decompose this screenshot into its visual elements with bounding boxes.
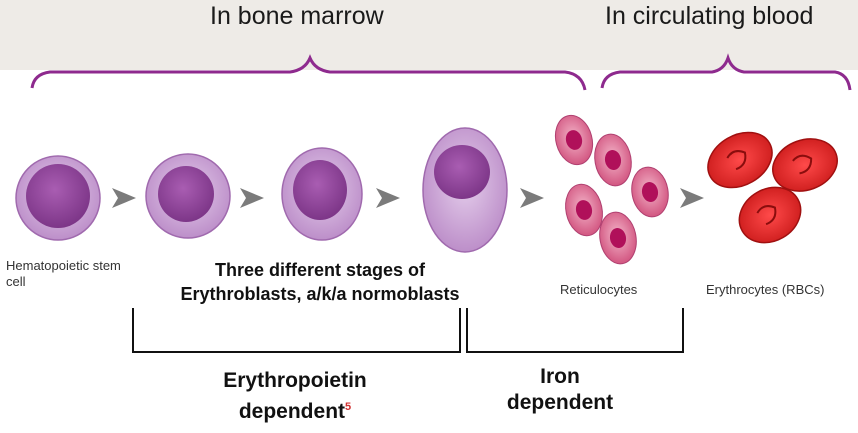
circulating-blood-bracket [600, 53, 852, 91]
arrow-4 [520, 188, 544, 208]
reticulocytes-cluster [554, 114, 669, 265]
arrow-3 [376, 188, 400, 208]
erythropoietin-dependent-label: Erythropoietin dependent5 [190, 368, 400, 425]
stages-caption-line2: Erythroblasts, a/k/a normoblasts [180, 284, 460, 304]
epo-footnote: 5 [345, 401, 352, 413]
erythroblast-stage-1 [145, 153, 231, 239]
erythrocytes-label: Erythrocytes (RBCs) [706, 282, 825, 297]
epo-label-line1: Erythropoietin [223, 369, 367, 392]
arrow-1 [112, 188, 136, 208]
iron-label-line1: Iron [540, 365, 580, 388]
erythrocytes-cluster [707, 131, 838, 244]
erythroblast-stage-3 [422, 127, 508, 253]
arrow-5 [680, 188, 704, 208]
iron-bracket [466, 308, 684, 353]
erythroblast-stage-2 [281, 147, 363, 241]
header-circulating-blood: In circulating blood [605, 2, 814, 30]
epo-bracket [132, 308, 461, 353]
arrow-2 [240, 188, 264, 208]
iron-label-line2: dependent [506, 391, 614, 414]
reticulocytes-label: Reticulocytes [560, 282, 638, 297]
stages-caption-line1: Three different stages of [214, 260, 426, 280]
erythroblast-stages-caption: Three different stages of Erythroblasts,… [140, 258, 500, 306]
header-bone-marrow: In bone marrow [210, 2, 384, 30]
epo-label-line2: dependent5 [190, 394, 400, 425]
iron-dependent-label: Iron dependent [490, 364, 630, 416]
epo-label-dependent: dependent [238, 400, 346, 423]
diagram-panel [0, 70, 858, 433]
bone-marrow-bracket [30, 54, 587, 91]
hematopoietic-stem-cell [15, 155, 101, 241]
hematopoietic-stem-cell-label: Hematopoietic stem cell [6, 258, 121, 289]
